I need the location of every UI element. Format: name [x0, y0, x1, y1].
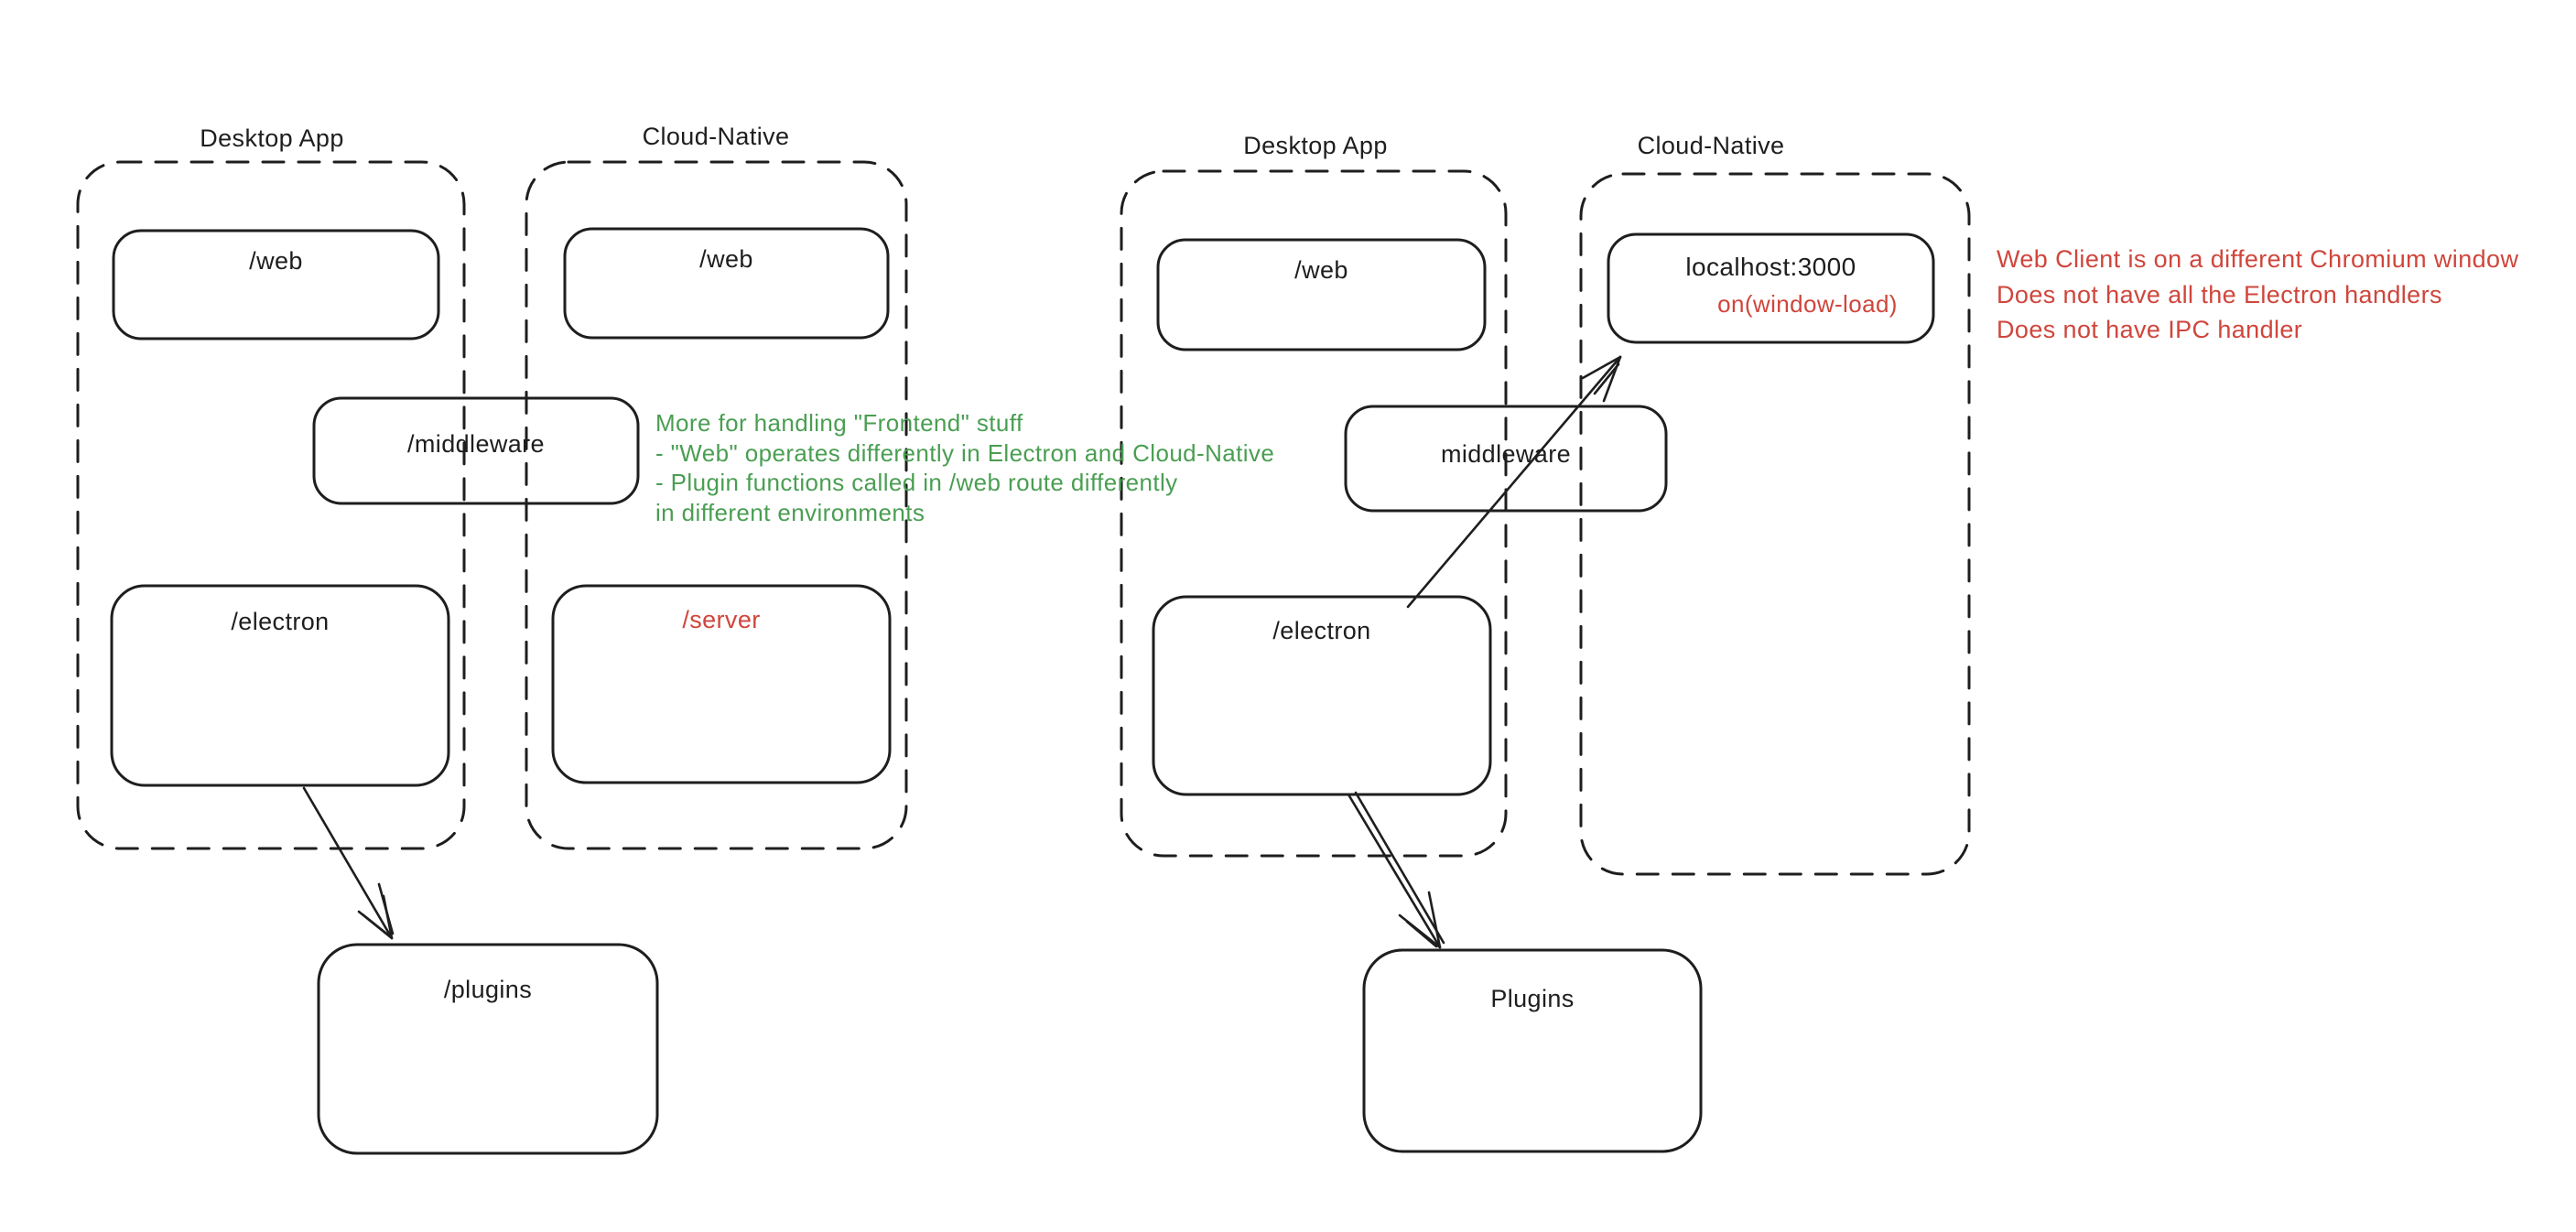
left-plugins-box — [317, 943, 659, 1155]
red-note-line: Does not have IPC handler — [1997, 316, 2303, 343]
arrow-left-electron-to-plugins — [302, 786, 395, 940]
left-cloud-web-box — [563, 227, 890, 340]
green-note-line: - "Web" operates differently in Electron… — [655, 438, 1275, 467]
left-web-label: /web — [249, 247, 303, 275]
green-note: More for handling "Frontend" stuff - "We… — [655, 408, 1274, 527]
green-note-line: in different environments — [655, 498, 925, 526]
left-desktop-app-title: Desktop App — [200, 124, 344, 152]
server-label: /server — [682, 606, 761, 633]
left-electron-box — [110, 584, 450, 787]
left-web-box — [112, 229, 440, 340]
localhost-label: localhost:3000 — [1685, 253, 1856, 281]
right-web-label: /web — [1294, 256, 1348, 284]
red-note-line: Does not have all the Electron handlers — [1997, 280, 2442, 308]
left-middleware-box — [312, 396, 640, 505]
green-note-line: More for handling "Frontend" stuff — [655, 409, 1023, 437]
left-electron-label: /electron — [231, 608, 330, 635]
server-box — [551, 584, 892, 784]
red-note-line: Web Client is on a different Chromium wi… — [1997, 245, 2519, 273]
right-cloud-native-container — [1579, 172, 1971, 876]
left-cloud-web-label: /web — [699, 245, 753, 273]
left-cloud-native-title: Cloud-Native — [642, 123, 790, 150]
red-note: Web Client is on a different Chromium wi… — [1997, 242, 2518, 348]
arrow-right-electron-to-plugins — [1347, 791, 1445, 949]
right-plugins-box — [1362, 948, 1703, 1153]
left-middleware-label: /middleware — [407, 430, 545, 458]
right-cloud-native-title: Cloud-Native — [1637, 132, 1785, 159]
left-desktop-app-container — [76, 160, 466, 850]
on-window-load-label: on(window-load) — [1717, 290, 1898, 318]
right-middleware-label: middleware — [1440, 440, 1572, 468]
right-web-box — [1156, 238, 1487, 351]
right-electron-box — [1152, 595, 1492, 796]
left-cloud-native-container — [525, 160, 908, 850]
right-plugins-label: Plugins — [1490, 985, 1575, 1012]
right-desktop-app-container — [1120, 169, 1508, 858]
right-electron-label: /electron — [1272, 617, 1371, 644]
localhost-box — [1607, 232, 1935, 344]
right-desktop-app-title: Desktop App — [1243, 132, 1388, 159]
green-note-line: - Plugin functions called in /web route … — [655, 469, 1178, 496]
left-plugins-label: /plugins — [443, 976, 533, 1003]
arrow-right-electron-to-localhost — [1406, 355, 1622, 609]
right-middleware-box — [1344, 405, 1668, 513]
